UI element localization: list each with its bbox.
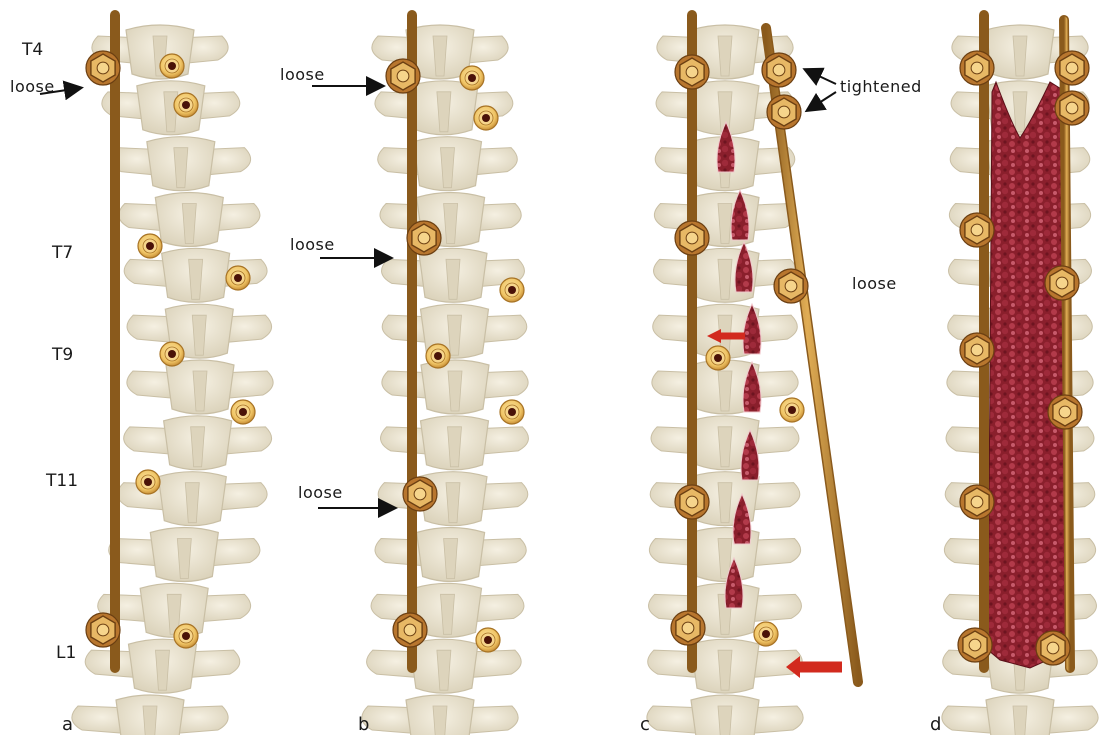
panel-b-spine: [362, 25, 529, 735]
spinous-process: [143, 706, 157, 735]
level-label-t9: T9: [51, 345, 73, 365]
panel-c-nut-right-2-bore: [778, 106, 790, 118]
panel-b-screw-3-hole: [434, 352, 442, 360]
annotation-c-loose: loose: [852, 274, 897, 293]
panel-c-nut-left-2-bore: [686, 496, 698, 508]
panel-c-arrow-tightened-top: [806, 70, 836, 84]
panel-a-nut-top-bore: [97, 62, 109, 74]
panel-b-screw-1-hole: [482, 114, 490, 122]
spinous-process: [718, 706, 732, 735]
panel-c-screw-1-hole: [788, 406, 796, 414]
panel-d-nut-left-0-bore: [971, 62, 983, 74]
panel-a-screw-1-hole: [182, 101, 190, 109]
panel-d-nut-right-2-bore: [1056, 277, 1068, 289]
panel-d-nut-left-1-bore: [971, 224, 983, 236]
annotation-b-loose-mid: loose: [290, 235, 335, 254]
panel-c-nut-right-top-bore: [773, 64, 785, 76]
screw-layer: [86, 51, 1089, 665]
level-label-l1: L1: [56, 643, 76, 663]
panel-c-screw-2-hole: [762, 630, 770, 638]
panel-letter-a: a: [62, 714, 73, 735]
panel-letter-b: b: [358, 714, 369, 735]
panel-b-screw-4-hole: [508, 408, 516, 416]
panel-b-screw-5-hole: [484, 636, 492, 644]
panel-d-nut-left-4-bore: [969, 639, 981, 651]
panel-d-nut-left-2-bore: [971, 344, 983, 356]
panel-c-nut-right-3-bore: [785, 280, 797, 292]
spinous-process: [433, 706, 447, 735]
panel-b-nut-bottom-bore: [404, 624, 416, 636]
panel-b-nut-low-bore: [414, 488, 426, 500]
panel-c-nut-left-3-bore: [682, 622, 694, 634]
panel-a-screw-6-hole: [144, 478, 152, 486]
panel-letter-c: c: [640, 714, 650, 735]
panel-b-screw-2-hole: [508, 286, 516, 294]
panel-a-screw-3-hole: [234, 274, 242, 282]
level-label-t7: T7: [51, 243, 73, 263]
panel-b-nut-mid-bore: [418, 232, 430, 244]
annotation-a-loose: loose: [10, 77, 55, 96]
panel-c-arrow-tightened-bottom: [808, 92, 836, 110]
panel-d-graft-mass: [988, 82, 1070, 668]
spine-panels: [72, 25, 1098, 735]
annotation-c-tightened: tightened: [840, 77, 922, 96]
panel-c-nut-left-1-bore: [686, 232, 698, 244]
panel-letter-d: d: [930, 714, 941, 735]
panel-a-nut-bottom-bore: [97, 624, 109, 636]
level-label-t4: T4: [21, 40, 43, 60]
panel-a-screw-5-hole: [239, 408, 247, 416]
annotation-b-loose-top: loose: [280, 65, 325, 84]
panel-a-screw-2-hole: [146, 242, 154, 250]
panel-b-screw-0-hole: [468, 74, 476, 82]
panel-a-screw-0-hole: [168, 62, 176, 70]
panel-a-screw-7-hole: [182, 632, 190, 640]
rod-layer: [115, 15, 1070, 682]
spinous-process: [1013, 706, 1027, 735]
panel-d-nut-right-1-bore: [1066, 102, 1078, 114]
panel-c-nut-left-0-bore: [686, 66, 698, 78]
panel-d-nut-right-3-bore: [1059, 406, 1071, 418]
panel-c-screw-0-hole: [714, 354, 722, 362]
panel-d-nut-right-0-bore: [1066, 62, 1078, 74]
panel-d-nut-right-4-bore: [1047, 642, 1059, 654]
panel-d-nut-left-3-bore: [971, 496, 983, 508]
panel-a-screw-4-hole: [168, 350, 176, 358]
panel-b-nut-top-bore: [397, 70, 409, 82]
level-label-t11: T11: [45, 471, 78, 491]
annotation-b-loose-low: loose: [298, 483, 343, 502]
